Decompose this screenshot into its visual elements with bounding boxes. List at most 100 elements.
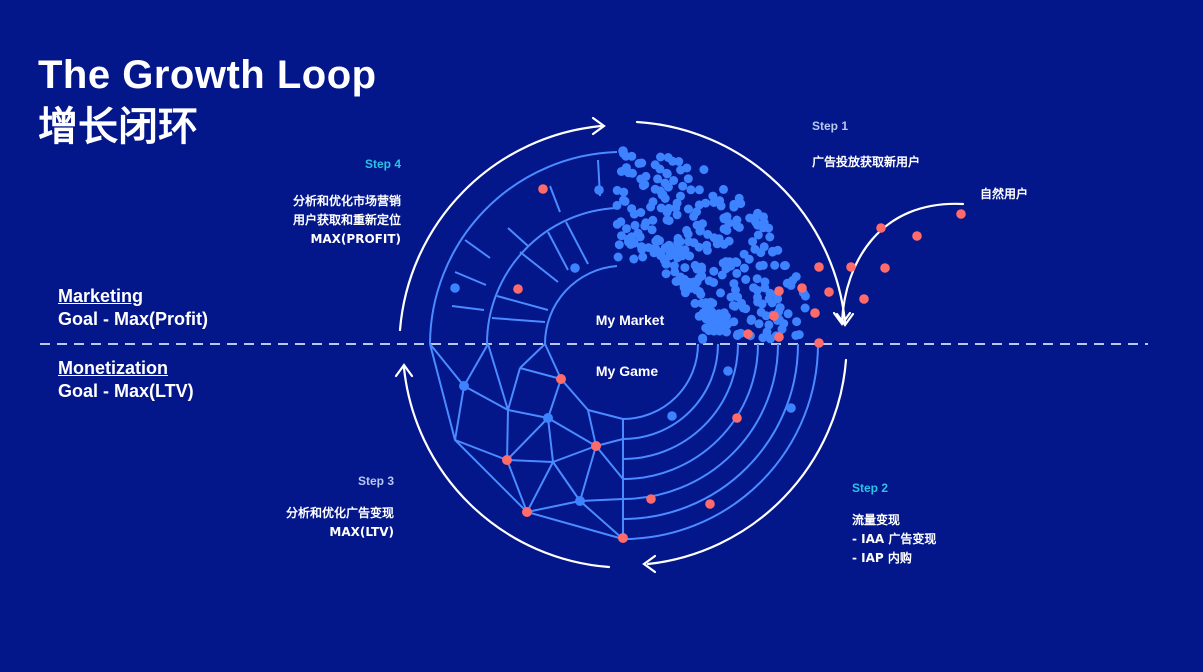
blue-user-dot bbox=[730, 301, 740, 311]
blue-user-dot bbox=[664, 216, 674, 226]
blue-user-dot bbox=[739, 263, 749, 273]
blue-user-dot bbox=[619, 187, 629, 197]
blue-user-dot bbox=[738, 303, 748, 313]
step4-label: Step 4 bbox=[364, 157, 401, 171]
blue-user-dot bbox=[757, 299, 767, 309]
monetization-heading: Monetization bbox=[58, 358, 168, 378]
blue-user-dot bbox=[765, 232, 775, 242]
red-user-dot bbox=[774, 332, 784, 342]
blue-user-dot bbox=[694, 185, 704, 195]
blue-user-dot bbox=[733, 292, 743, 302]
red-user-dot bbox=[591, 441, 601, 451]
blue-user-dot bbox=[702, 245, 712, 255]
red-user-dot bbox=[618, 533, 628, 543]
red-user-dot bbox=[513, 284, 523, 294]
arc-top-left bbox=[398, 124, 603, 332]
blue-user-dot bbox=[670, 267, 680, 277]
blue-user-dot bbox=[638, 252, 648, 262]
organic-users-label: 自然用户 bbox=[980, 185, 1028, 204]
cycle-arrows bbox=[394, 116, 965, 574]
blue-user-dot bbox=[731, 285, 740, 295]
arrowhead-left bbox=[394, 363, 414, 378]
step3-label: Step 3 bbox=[357, 474, 394, 488]
blue-user-dot bbox=[656, 248, 666, 257]
blue-user-dot bbox=[697, 262, 706, 272]
blue-user-dot bbox=[651, 236, 661, 246]
blue-user-dot bbox=[622, 224, 631, 234]
blue-user-dot bbox=[732, 215, 742, 225]
step2-line-2: - IAA 广告变现 bbox=[852, 532, 937, 546]
blue-user-dot bbox=[616, 167, 626, 176]
blue-user-dot bbox=[753, 208, 763, 218]
blue-user-dot bbox=[575, 496, 585, 506]
blue-user-dot bbox=[729, 317, 739, 327]
blue-user-dot bbox=[719, 213, 729, 223]
blue-user-dot bbox=[736, 199, 746, 209]
blue-user-dot bbox=[733, 329, 743, 339]
step2-label: Step 2 bbox=[852, 481, 889, 495]
page-title-zh: 增长闭环 bbox=[38, 104, 198, 150]
blue-user-dot bbox=[719, 184, 728, 194]
blue-user-dot bbox=[692, 220, 702, 230]
step4-line-2: 用户获取和重新定位 bbox=[292, 213, 401, 227]
blue-user-dot bbox=[703, 229, 713, 239]
step3-line-1: 分析和优化广告变现 bbox=[285, 506, 394, 520]
step2-line-3: - IAP 内购 bbox=[852, 551, 912, 565]
blue-user-dot bbox=[680, 263, 690, 273]
red-user-dot bbox=[876, 223, 886, 233]
blue-user-dot bbox=[694, 242, 704, 252]
blue-user-dot bbox=[750, 244, 760, 254]
step3-line-2: MAX(LTV) bbox=[329, 525, 394, 539]
blue-user-dot bbox=[676, 191, 685, 201]
blue-user-dot bbox=[713, 312, 723, 322]
marketing-goal-text: Goal - Max(Profit) bbox=[58, 309, 209, 329]
blue-user-dot bbox=[636, 208, 646, 217]
blue-user-dot bbox=[674, 157, 684, 166]
step1-line-1: 广告投放获取新用户 bbox=[812, 155, 921, 169]
red-user-dot bbox=[522, 507, 532, 517]
blue-user-dot bbox=[703, 311, 712, 321]
step2-line-1: 流量变现 bbox=[852, 513, 901, 527]
red-user-dot bbox=[705, 499, 715, 509]
blue-user-dot bbox=[717, 325, 727, 335]
red-user-dot bbox=[646, 494, 656, 504]
blue-user-dot bbox=[594, 185, 604, 195]
arrowhead-top bbox=[591, 116, 606, 136]
blue-user-dot bbox=[754, 319, 764, 329]
blue-user-dot bbox=[646, 202, 656, 212]
blue-user-dot bbox=[770, 260, 780, 270]
blue-user-dot bbox=[570, 263, 580, 273]
blue-user-dot bbox=[613, 252, 623, 262]
blue-user-dot bbox=[665, 251, 674, 261]
blue-user-dot bbox=[669, 176, 679, 185]
blue-user-dot bbox=[684, 237, 694, 247]
blue-user-dot bbox=[683, 229, 693, 239]
red-user-dot bbox=[743, 329, 753, 339]
blue-user-dot bbox=[732, 268, 742, 278]
blue-user-dot bbox=[616, 217, 626, 227]
red-user-dot bbox=[769, 311, 779, 321]
step4-description: 分析和优化市场营销 用户获取和重新定位 MAX(PROFIT) bbox=[293, 192, 401, 249]
blue-user-dot bbox=[684, 277, 694, 287]
blue-user-dot bbox=[719, 239, 729, 249]
blue-user-dot bbox=[637, 244, 647, 254]
blue-user-dot bbox=[753, 230, 763, 240]
step3-description: 分析和优化广告变现 MAX(LTV) bbox=[286, 504, 394, 542]
blue-user-dot bbox=[660, 178, 670, 188]
blue-user-dot bbox=[647, 225, 657, 235]
blue-user-dot bbox=[723, 366, 733, 376]
blue-user-dot bbox=[792, 317, 802, 327]
blue-user-dot bbox=[701, 323, 711, 333]
blue-user-dot bbox=[630, 220, 640, 230]
arc-bottom-left bbox=[402, 366, 611, 569]
blue-user-dot bbox=[694, 200, 704, 210]
blue-user-dot bbox=[648, 215, 658, 225]
arc-top-right bbox=[635, 120, 847, 324]
blue-user-dot bbox=[655, 164, 665, 174]
blue-user-dot bbox=[708, 191, 718, 201]
blue-user-dot bbox=[716, 201, 726, 211]
blue-user-dot bbox=[760, 283, 770, 293]
blue-user-dot bbox=[764, 320, 774, 330]
red-user-dot bbox=[859, 294, 869, 304]
blue-user-dot bbox=[627, 204, 637, 214]
